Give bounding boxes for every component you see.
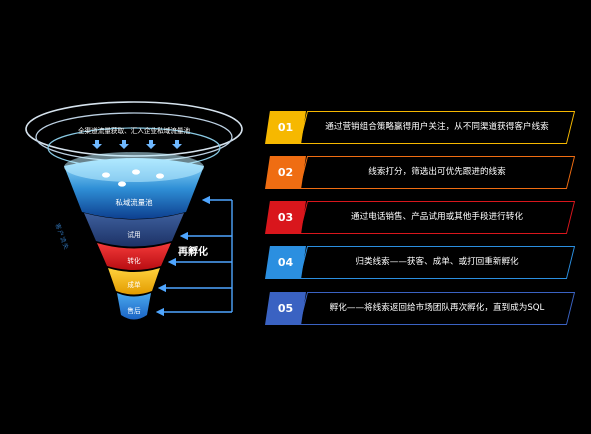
step-01: 01 通过营销组合策略赢得用户关注，从不同渠道获得客户线索 (265, 111, 576, 144)
step-03: 03 通过电话销售、产品试用或其他手段进行转化 (265, 201, 576, 234)
funnel-layer-trial (84, 213, 184, 247)
step-05-badge: 05 (265, 292, 306, 325)
pool-surface (64, 152, 204, 182)
step-04-badge: 04 (265, 246, 306, 279)
step-04: 04 归类线索——获客、成单、或打回重新孵化 (265, 246, 576, 279)
step-02-badge: 02 (265, 156, 306, 189)
layer-label-trial: 试用 (127, 231, 141, 239)
funnel-layer-deal (108, 268, 160, 295)
reincubation-label: 再孵化 (178, 247, 208, 258)
inflow-arrows (92, 140, 182, 149)
funnel-rim-label: 全渠道流量获取、汇入企业私域流量池 (77, 127, 191, 135)
layer-label-conversion: 转化 (127, 257, 141, 265)
reincubation-bracket (155, 195, 233, 317)
step-01-text: 通过营销组合策略赢得用户关注，从不同渠道获得客户线索 (325, 122, 549, 132)
funnel-layer-aftersales (117, 293, 151, 320)
pool-label: 私域流量池 (115, 198, 153, 207)
layer-label-aftersales: 售后 (127, 307, 141, 315)
step-03-badge: 03 (265, 201, 306, 234)
step-05: 05 孵化——将线索返回给市场团队再次孵化，直到成为SQL (265, 292, 576, 325)
step-02: 02 线索打分，筛选出可优先跟进的线索 (265, 156, 576, 189)
funnel-layer-conversion (97, 243, 171, 270)
step-04-text: 归类线索——获客、成单、或打回重新孵化 (355, 257, 519, 267)
step-01-badge: 01 (265, 111, 306, 144)
step-02-text: 线索打分，筛选出可优先跟进的线索 (368, 167, 506, 177)
layer-label-deal: 成单 (127, 281, 141, 289)
pool-dots (102, 169, 164, 187)
step-05-text: 孵化——将线索返回给市场团队再次孵化，直到成为SQL (329, 303, 545, 313)
step-03-text: 通过电话销售、产品试用或其他手段进行转化 (351, 212, 523, 222)
